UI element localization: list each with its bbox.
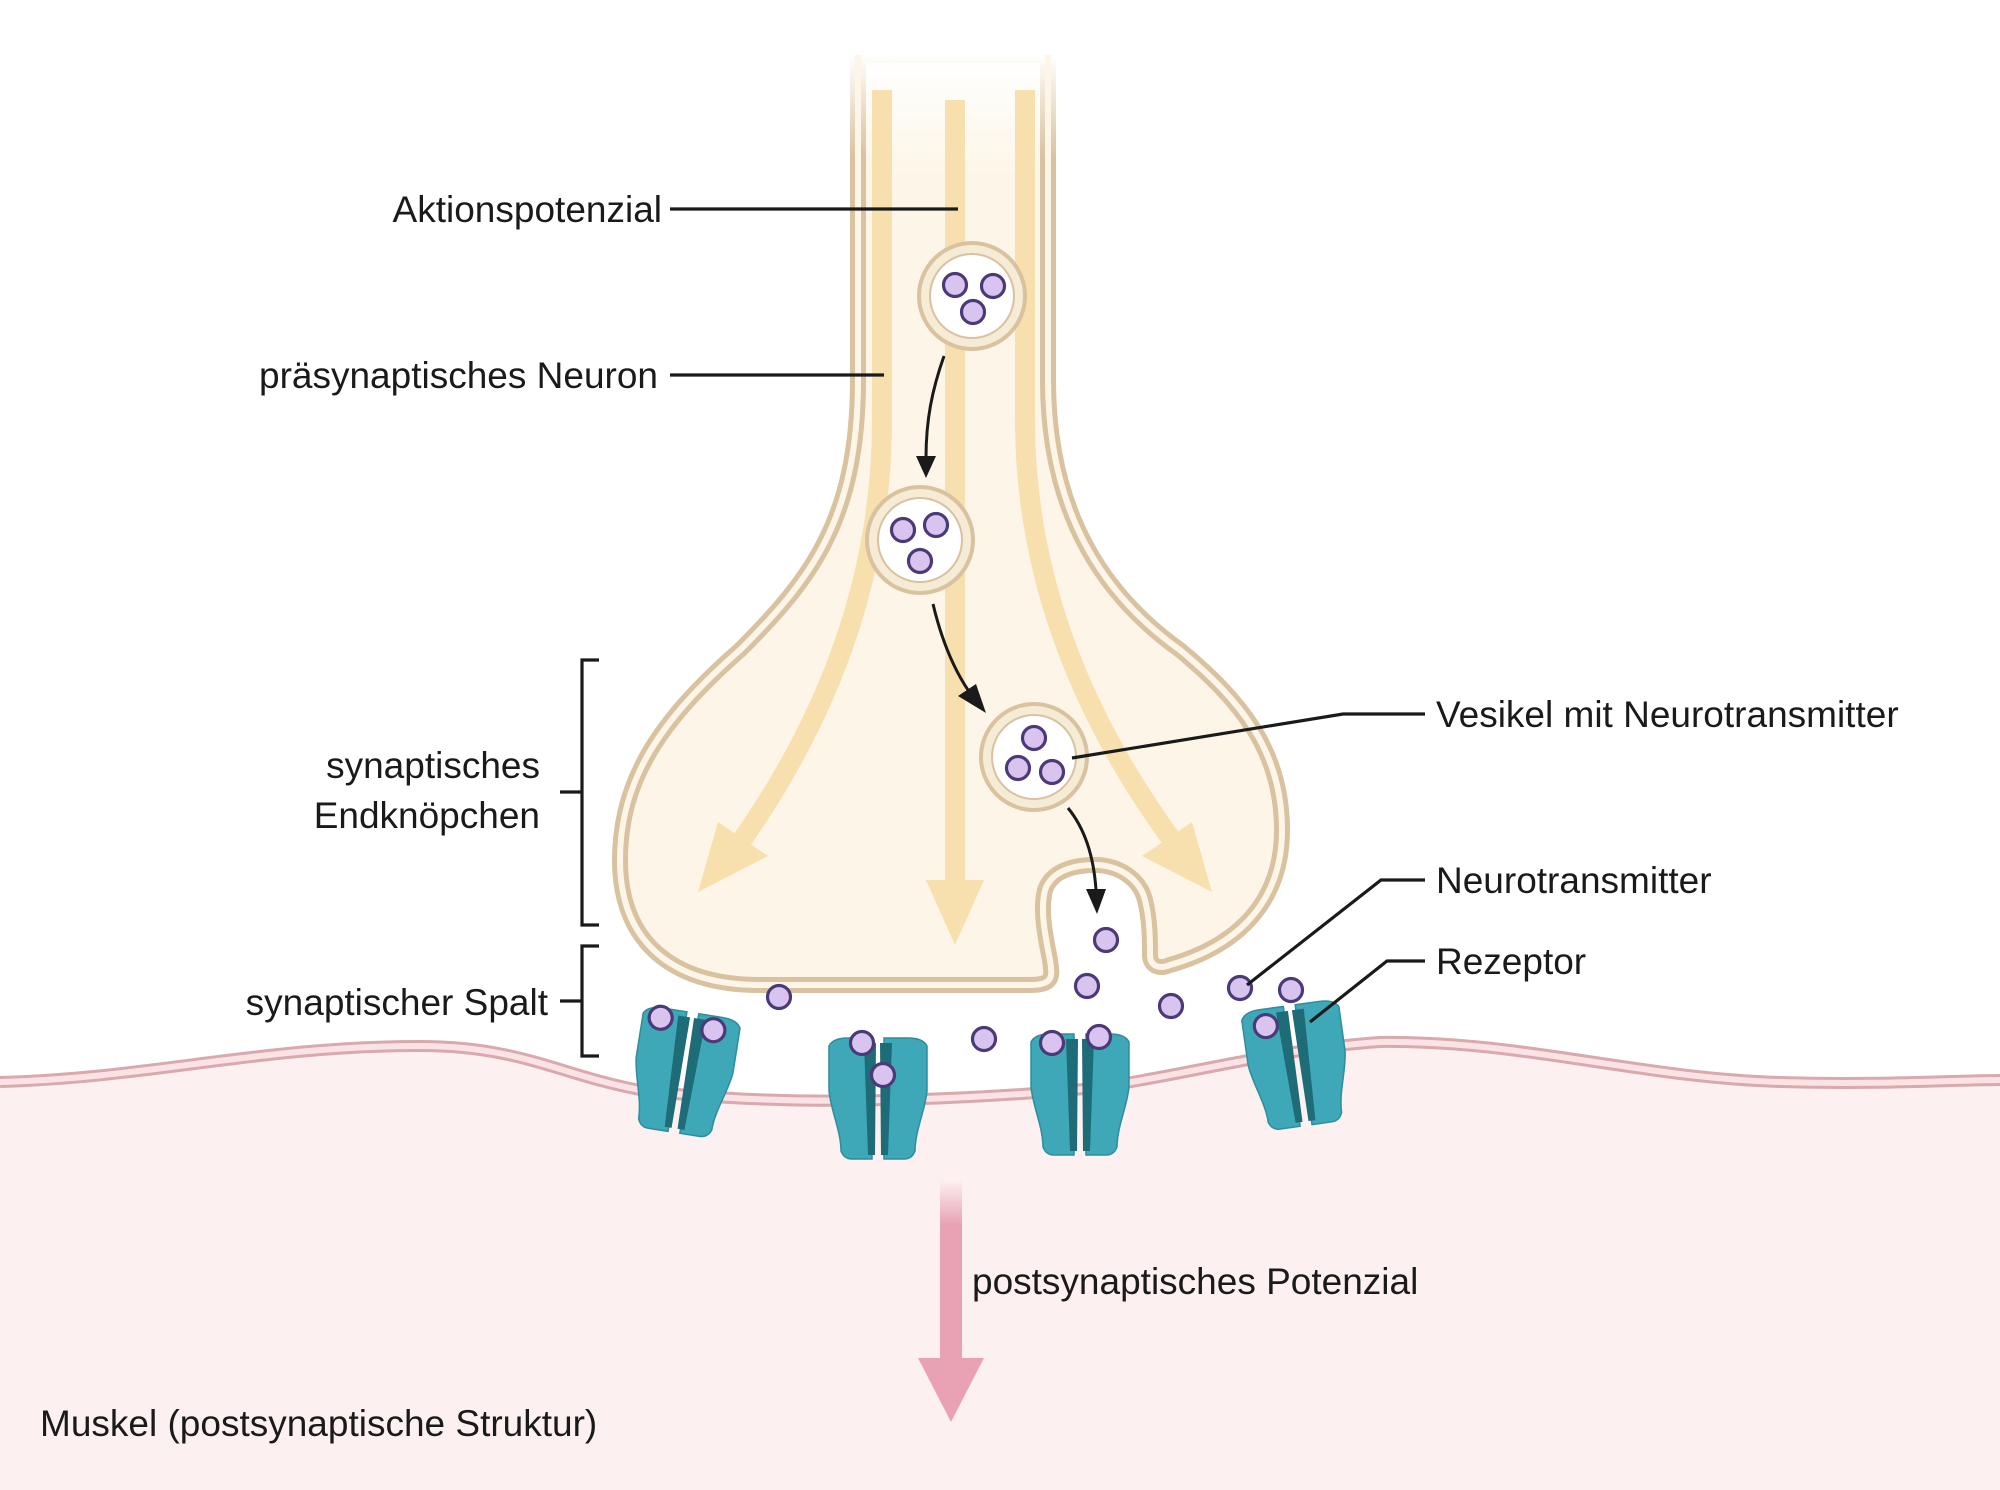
muscle-body [0, 1041, 2000, 1490]
neurotransmitter-molecule [922, 511, 950, 539]
neurotransmitter-molecule [765, 983, 793, 1011]
neurotransmitter-molecule [1277, 976, 1305, 1004]
flow-arrow-left [733, 90, 892, 846]
neurotransmitter-molecule [970, 1025, 998, 1053]
label-aktionspotenzial: Aktionspotenzial [393, 189, 662, 230]
bound-neurotransmitter [848, 1029, 876, 1057]
flow-arrowhead-right [1142, 822, 1212, 892]
neurotransmitter-molecule [1157, 992, 1185, 1020]
movement-arrowhead-2 [958, 684, 986, 713]
movement-arrowhead-1 [916, 456, 936, 478]
receptor-3 [1030, 1023, 1130, 1156]
spalt-bracket [560, 944, 599, 1058]
movement-arrow-2 [931, 603, 970, 691]
movement-arrow-1 [924, 355, 946, 459]
vesicle-1 [917, 241, 1027, 351]
neurotransmitter-molecule [1038, 758, 1066, 786]
neurotransmitter-molecule [906, 547, 934, 575]
label-rezeptor: Rezeptor [1436, 941, 1586, 982]
bound-neurotransmitter [1252, 1012, 1279, 1040]
movement-arrowhead-3 [1086, 889, 1106, 914]
potential-arrowhead [918, 1358, 984, 1422]
postsynaptic-potential-arrow [918, 1180, 984, 1422]
label-neurotransmitter: Neurotransmitter [1436, 860, 1712, 901]
flow-arrowhead-left [698, 822, 768, 892]
neurotransmitter-molecule [959, 298, 987, 326]
bound-neurotransmitter [869, 1061, 897, 1089]
label-postsynaptisches-potenzial: postsynaptisches Potenzial [972, 1261, 1418, 1302]
action-potential-flow [698, 90, 1212, 945]
leader-neurotransmitter [1246, 878, 1425, 987]
vesicle-2 [865, 485, 975, 595]
flow-arrowhead-center [926, 880, 984, 945]
label-vesikel: Vesikel mit Neurotransmitter [1436, 694, 1899, 735]
leader-rezeptor [1309, 959, 1425, 1024]
endknoepchen-bracket [560, 658, 599, 927]
free-neurotransmitters [765, 926, 1305, 1053]
neurotransmitter-molecule [889, 516, 917, 544]
label-endknoepchen-line1: synaptisches [326, 745, 540, 786]
neurotransmitter-molecule [1073, 972, 1101, 1000]
neurotransmitter-molecule [1092, 926, 1120, 954]
neurotransmitter-molecule [941, 271, 969, 299]
vesicle-movement-arrows [916, 355, 1106, 914]
potential-arrow-shaft [940, 1180, 962, 1360]
label-muskel: Muskel (postsynaptische Struktur) [40, 1403, 597, 1444]
bound-neurotransmitter [700, 1017, 727, 1044]
label-endknoepchen-line2: Endknöpchen [314, 795, 540, 836]
label-praesynaptisches-neuron: präsynaptisches Neuron [259, 355, 658, 396]
receptor-4 [1241, 1000, 1346, 1130]
flow-arrow-right [1015, 90, 1181, 846]
neurotransmitter-molecule [1004, 754, 1032, 782]
neurotransmitter-molecule [979, 272, 1007, 300]
neurotransmitter-molecule [1226, 974, 1254, 1002]
bound-neurotransmitter [1038, 1029, 1066, 1057]
receptor-1 [635, 1004, 741, 1138]
movement-arrow-3 [1066, 807, 1098, 891]
bound-neurotransmitter [1085, 1023, 1113, 1051]
leader-vesikel [1071, 712, 1425, 760]
bound-neurotransmitter [647, 1004, 674, 1031]
vesicle-3 [979, 702, 1089, 812]
neuron-membrane-highlight [616, 55, 1286, 988]
receptor-2 [828, 1029, 928, 1160]
label-spalt: synaptischer Spalt [246, 982, 549, 1023]
neurotransmitter-molecule [1020, 724, 1048, 752]
